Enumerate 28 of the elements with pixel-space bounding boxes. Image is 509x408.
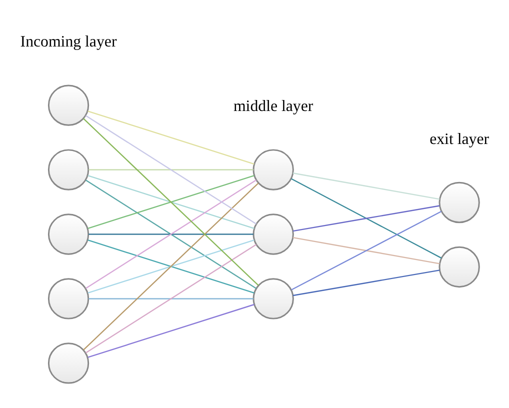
node-circle bbox=[438, 182, 480, 224]
node-circle bbox=[252, 149, 294, 190]
connector bbox=[292, 270, 440, 296]
connector bbox=[292, 205, 440, 232]
connector bbox=[83, 118, 259, 286]
connector bbox=[292, 172, 440, 200]
connector bbox=[291, 178, 442, 259]
node-circle bbox=[48, 84, 90, 126]
connector bbox=[85, 115, 257, 225]
node-circle bbox=[438, 246, 480, 288]
node-circle bbox=[252, 278, 294, 320]
node-circle bbox=[252, 214, 294, 255]
node-circle bbox=[48, 278, 90, 320]
connector bbox=[88, 110, 254, 165]
connector bbox=[88, 304, 254, 358]
connector bbox=[88, 298, 254, 300]
label: exit layer bbox=[430, 130, 490, 148]
label: Incoming layer bbox=[20, 34, 117, 51]
connector bbox=[291, 210, 442, 290]
connector bbox=[88, 234, 254, 235]
connector bbox=[88, 169, 254, 170]
node-circle bbox=[48, 214, 90, 255]
node-circle bbox=[48, 149, 90, 190]
connector bbox=[292, 236, 440, 264]
label: middle layer bbox=[233, 98, 314, 116]
connector bbox=[85, 244, 257, 354]
node-circle bbox=[48, 342, 90, 384]
connector bbox=[83, 182, 259, 350]
